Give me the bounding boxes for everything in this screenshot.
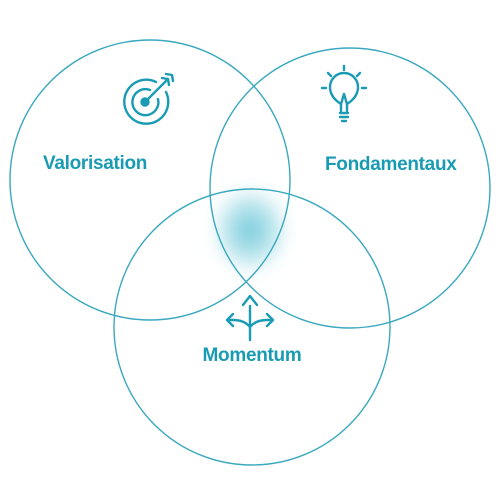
diverging-arrows-icon bbox=[225, 294, 275, 342]
valorisation-title: Valorisation bbox=[43, 153, 148, 174]
circle-fondamentaux bbox=[209, 47, 491, 329]
circle-momentum bbox=[113, 188, 391, 466]
fondamentaux-title: Fondamentaux bbox=[325, 154, 457, 175]
target-icon bbox=[123, 72, 175, 125]
lightbulb-icon bbox=[320, 64, 368, 123]
momentum-title: Momentum bbox=[202, 345, 302, 366]
circle-valorisation bbox=[9, 39, 291, 321]
